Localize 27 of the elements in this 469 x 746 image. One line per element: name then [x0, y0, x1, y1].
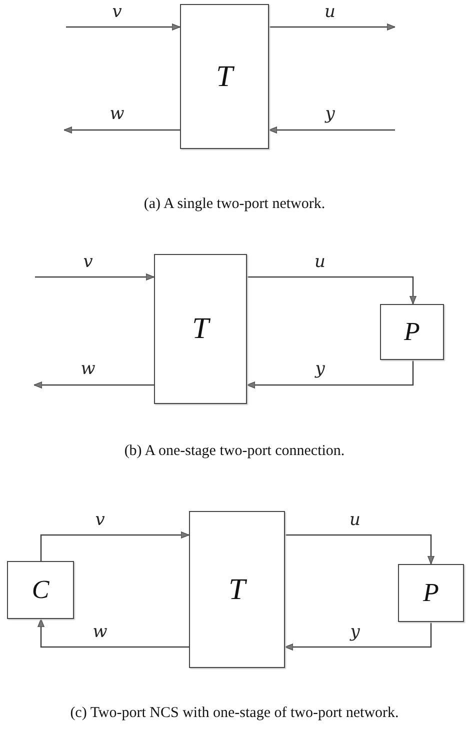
block-box — [380, 304, 444, 360]
block-symbol: T — [228, 572, 246, 606]
caption: (b) A one-stage two-port connection. — [124, 443, 345, 459]
block-box — [398, 564, 464, 622]
arrow — [246, 360, 414, 389]
block-symbol: P — [404, 317, 420, 347]
arrow — [66, 23, 180, 31]
arrow — [40, 531, 190, 561]
arrow — [247, 276, 417, 304]
block-box — [7, 561, 74, 619]
caption: (a) A single two-port network. — [144, 196, 326, 212]
block-symbol: T — [216, 60, 233, 94]
block-symbol: P — [423, 578, 439, 608]
caption: (c) Two-port NCS with one-stage of two-port network. — [70, 705, 399, 721]
arrow — [35, 273, 154, 281]
arrow — [268, 126, 395, 134]
arrow — [64, 126, 180, 134]
arrow — [285, 534, 435, 564]
arrow — [284, 622, 432, 651]
block-box — [180, 4, 269, 149]
block-symbol: C — [32, 575, 50, 605]
block-symbol: T — [192, 312, 209, 346]
block-box — [154, 254, 247, 404]
block-box — [189, 511, 285, 668]
arrow — [37, 618, 189, 648]
arrow — [269, 23, 396, 31]
arrow — [34, 381, 154, 389]
